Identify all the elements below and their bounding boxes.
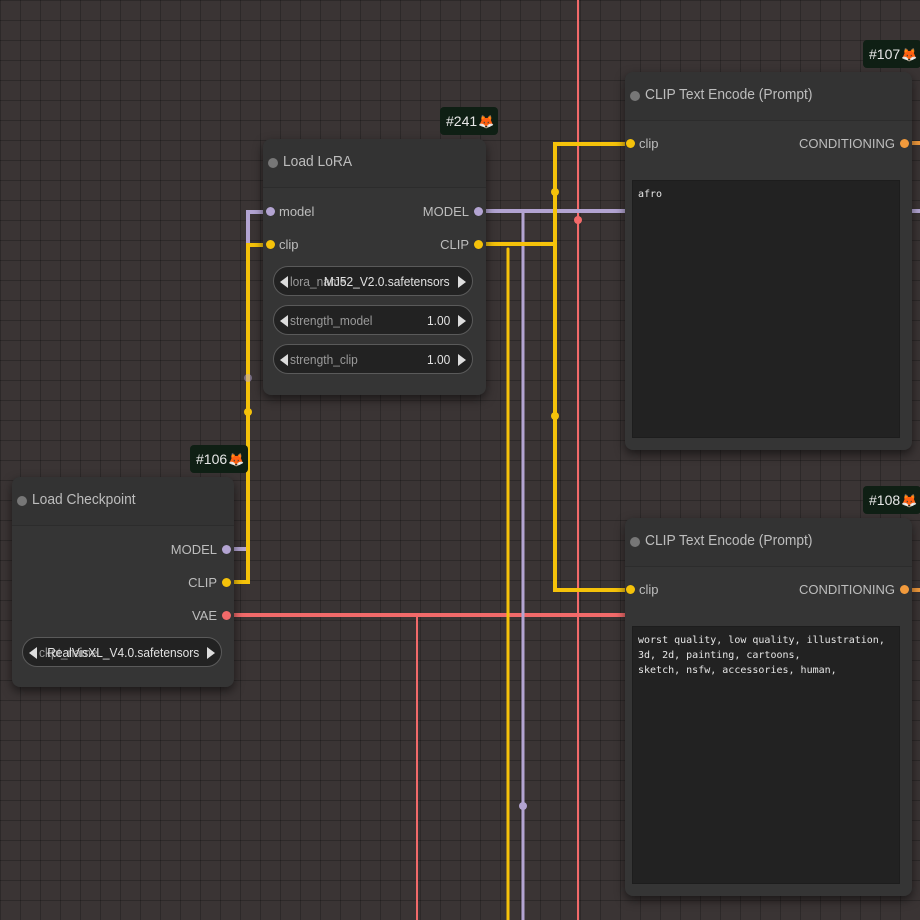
collapse-dot-icon[interactable]: [268, 158, 278, 168]
input-slot-model[interactable]: model: [266, 204, 314, 220]
node-title: CLIP Text Encode (Prompt): [645, 86, 813, 103]
node-header[interactable]: Load LoRA: [263, 139, 486, 188]
slot-dot-icon: [474, 207, 483, 217]
slot-dot-icon: [900, 585, 909, 595]
node-header[interactable]: CLIP Text Encode (Prompt): [625, 518, 912, 567]
output-slot-vae[interactable]: VAE: [192, 608, 231, 624]
prompt-textarea[interactable]: afro: [632, 180, 900, 438]
fox-icon: 🦊: [228, 452, 245, 467]
increment-arrow-icon[interactable]: [207, 647, 215, 659]
slot-dot-icon: [626, 585, 635, 595]
slot-dot-icon: [222, 578, 231, 588]
decrement-arrow-icon[interactable]: [280, 276, 288, 288]
ckpt-name-combo[interactable]: ckpt_name RealVisXL_V4.0.safetensors: [22, 637, 222, 667]
decrement-arrow-icon[interactable]: [280, 315, 288, 327]
wire-reroute-dot[interactable]: [244, 408, 252, 416]
prompt-textarea[interactable]: worst quality, low quality, illustration…: [632, 626, 900, 884]
node-id-badge: #107🦊: [863, 40, 920, 68]
output-slot-model[interactable]: MODEL: [171, 542, 231, 558]
node-id: #107: [869, 46, 901, 62]
clip-text-encode-negative-node[interactable]: CLIP Text Encode (Prompt) clip CONDITION…: [625, 518, 912, 896]
load-checkpoint-node[interactable]: Load Checkpoint MODEL CLIP VAE ckpt_name…: [12, 477, 234, 687]
node-id: #106: [196, 451, 228, 467]
increment-arrow-icon[interactable]: [458, 354, 466, 366]
decrement-arrow-icon[interactable]: [29, 647, 37, 659]
wire-clip-to-108: [553, 242, 633, 592]
node-id-badge: #241🦊: [440, 107, 499, 135]
slot-dot-icon: [222, 611, 231, 621]
decrement-arrow-icon[interactable]: [280, 354, 288, 366]
input-slot-clip[interactable]: clip: [266, 237, 299, 253]
node-title: Load Checkpoint: [32, 491, 136, 508]
slot-dot-icon: [626, 139, 635, 149]
increment-arrow-icon[interactable]: [458, 315, 466, 327]
wire-reroute-dot[interactable]: [574, 216, 582, 224]
wire-reroute-dot[interactable]: [551, 412, 559, 420]
increment-arrow-icon[interactable]: [458, 276, 466, 288]
strength-clip-number[interactable]: strength_clip 1.00: [273, 344, 473, 374]
collapse-dot-icon[interactable]: [17, 496, 27, 506]
collapse-dot-icon[interactable]: [630, 537, 640, 547]
lora-name-combo[interactable]: lora_name MJ52_V2.0.safetensors: [273, 266, 473, 296]
output-slot-clip[interactable]: CLIP: [188, 575, 231, 591]
node-id: #241: [446, 113, 478, 129]
fox-icon: 🦊: [901, 47, 918, 62]
node-id-badge: #106🦊: [190, 445, 249, 473]
node-header[interactable]: CLIP Text Encode (Prompt): [625, 72, 912, 121]
wire-reroute-dot[interactable]: [551, 188, 559, 196]
slot-dot-icon: [266, 240, 275, 250]
wire-reroute-dot[interactable]: [244, 374, 252, 382]
output-slot-model[interactable]: MODEL: [423, 204, 483, 220]
slot-dot-icon: [900, 139, 909, 149]
fox-icon: 🦊: [478, 114, 495, 129]
output-slot-conditioning[interactable]: CONDITIONING: [799, 582, 909, 598]
output-slot-clip[interactable]: CLIP: [440, 237, 483, 253]
collapse-dot-icon[interactable]: [630, 91, 640, 101]
slot-dot-icon: [222, 545, 231, 555]
clip-text-encode-positive-node[interactable]: CLIP Text Encode (Prompt) clip CONDITION…: [625, 72, 912, 450]
slot-dot-icon: [266, 207, 275, 217]
node-title: Load LoRA: [283, 153, 353, 170]
output-slot-conditioning[interactable]: CONDITIONING: [799, 136, 909, 152]
fox-icon: 🦊: [901, 493, 918, 508]
input-slot-clip[interactable]: clip: [626, 136, 659, 152]
strength-model-number[interactable]: strength_model 1.00: [273, 305, 473, 335]
wire-reroute-dot[interactable]: [519, 802, 527, 810]
wire-clip-to-107: [553, 142, 633, 246]
input-slot-clip[interactable]: clip: [626, 582, 659, 598]
node-header[interactable]: Load Checkpoint: [12, 477, 234, 526]
load-lora-node[interactable]: Load LoRA model clip MODEL CLIP lora_nam…: [263, 139, 486, 395]
node-id: #108: [869, 492, 901, 508]
slot-dot-icon: [474, 240, 483, 250]
node-title: CLIP Text Encode (Prompt): [645, 532, 813, 549]
node-id-badge: #108🦊: [863, 486, 920, 514]
